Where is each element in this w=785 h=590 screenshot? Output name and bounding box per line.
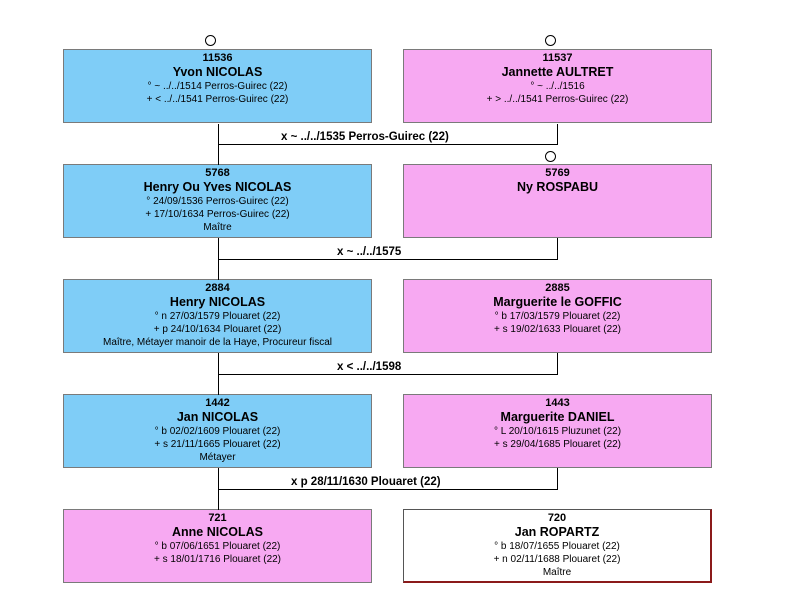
event-line: + s 29/04/1685 Plouaret (22)	[493, 439, 622, 450]
connector-line	[557, 468, 558, 489]
event-line: ° b 07/06/1651 Plouaret (22)	[154, 541, 281, 552]
person-name: Jan NICOLAS	[176, 410, 259, 424]
event-line: Métayer	[199, 452, 236, 463]
person-name: Jannette AULTRET	[501, 65, 614, 79]
person-name: Ny ROSPABU	[516, 180, 599, 194]
sosa-number: 1443	[545, 397, 570, 409]
sosa-number: 721	[208, 512, 227, 524]
sosa-number: 720	[547, 512, 567, 524]
event-line: ° n 27/03/1579 Plouaret (22)	[154, 311, 281, 322]
event-line: + < ../../1541 Perros-Guirec (22)	[146, 94, 289, 105]
connector-line	[557, 238, 558, 259]
event-line: Maître, Métayer manoir de la Haye, Procu…	[103, 337, 332, 348]
event-line: Maître	[203, 222, 232, 233]
person-name: Marguerite DANIEL	[500, 410, 615, 424]
connector-line	[557, 124, 558, 144]
person-name: Jan ROPARTZ	[514, 525, 600, 539]
event-line: Maître	[542, 567, 572, 578]
event-line: + p 24/10/1634 Plouaret (22)	[153, 324, 282, 335]
sosa-number: 5768	[205, 167, 230, 179]
marriage-label: x p 28/11/1630 Plouaret (22)	[291, 476, 441, 488]
sosa-number: 11537	[542, 52, 573, 64]
event-line: + s 21/11/1665 Plouaret (22)	[154, 439, 281, 450]
person-name: Henry NICOLAS	[169, 295, 266, 309]
event-line: + > ../../1541 Perros-Guirec (22)	[486, 94, 629, 105]
sosa-number: 5769	[545, 167, 570, 179]
connector-line	[218, 489, 558, 490]
event-line: ° ~ ../../1516	[530, 81, 585, 92]
sosa-number: 1442	[205, 397, 230, 409]
unknown-parents-icon[interactable]	[205, 35, 216, 46]
person-name: Marguerite le GOFFIC	[493, 295, 622, 309]
marriage-label: x < ../../1598	[337, 361, 402, 373]
event-line: + s 19/02/1633 Plouaret (22)	[493, 324, 622, 335]
sosa-number: 2884	[205, 282, 230, 294]
event-line: ° b 18/07/1655 Plouaret (22)	[494, 541, 620, 552]
event-line: ° ~ ../../1514 Perros-Guirec (22)	[147, 81, 288, 92]
person-name: Yvon NICOLAS	[172, 65, 263, 79]
unknown-parents-icon[interactable]	[545, 151, 556, 162]
event-line: ° b 02/02/1609 Plouaret (22)	[154, 426, 281, 437]
person-name: Anne NICOLAS	[172, 525, 263, 539]
event-line: + n 02/11/1688 Plouaret (22)	[493, 554, 621, 565]
event-line: ° L 20/10/1615 Pluzunet (22)	[493, 426, 622, 437]
unknown-parents-icon[interactable]	[545, 35, 556, 46]
connector-line	[218, 144, 558, 145]
marriage-label: x ~ ../../1575	[337, 246, 402, 258]
event-line: + s 18/01/1716 Plouaret (22)	[153, 554, 282, 565]
connector-line	[218, 259, 558, 260]
event-line: ° 24/09/1536 Perros-Guirec (22)	[146, 196, 289, 207]
marriage-label: x ~ ../../1535 Perros-Guirec (22)	[281, 131, 449, 143]
sosa-number: 11536	[202, 52, 233, 64]
person-name: Henry Ou Yves NICOLAS	[143, 180, 292, 194]
connector-line	[557, 353, 558, 374]
connector-line	[218, 374, 558, 375]
event-line: ° b 17/03/1579 Plouaret (22)	[494, 311, 621, 322]
sosa-number: 2885	[545, 282, 570, 294]
event-line: + 17/10/1634 Perros-Guirec (22)	[145, 209, 290, 220]
